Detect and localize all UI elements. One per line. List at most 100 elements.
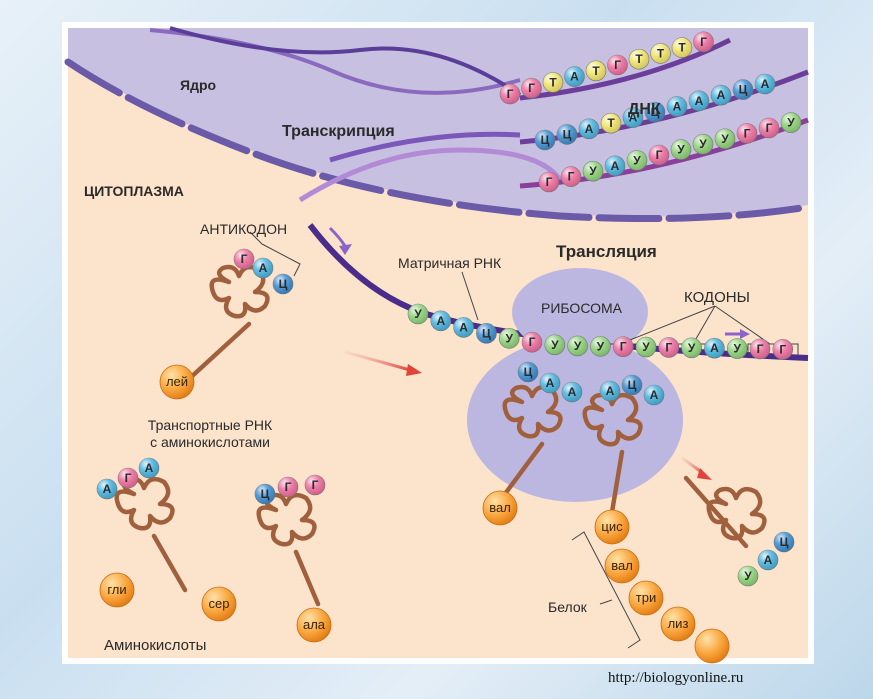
svg-text:три: три	[636, 590, 656, 605]
protein-amino-acid: цис	[594, 509, 630, 545]
dna-strand-2-nucleotide: Ц	[732, 79, 754, 100]
svg-text:У: У	[574, 339, 582, 353]
ribosome-anticodon-nucleotide: А	[539, 372, 561, 394]
mrna-nucleotide: У	[544, 334, 566, 356]
trna-free-nucleotide: А	[138, 457, 160, 479]
svg-text:Г: Г	[241, 252, 248, 266]
ribosome-anticodon-nucleotide: Ц	[621, 374, 643, 396]
svg-text:А: А	[568, 385, 577, 399]
svg-text:А: А	[761, 77, 770, 91]
mrna-nucleotide: Г	[658, 337, 680, 358]
move-arrow-out	[681, 456, 712, 480]
mrna-label-pointer	[461, 271, 479, 321]
dna-strand-2-nucleotide: Т	[600, 112, 622, 134]
svg-text:А: А	[611, 159, 620, 173]
ribosome-anticodon-nucleotide: А	[643, 384, 665, 406]
svg-text:Г: Г	[614, 58, 621, 72]
svg-text:У: У	[733, 342, 741, 356]
ribosome-anticodon-nucleotide: А	[599, 380, 621, 402]
svg-text:вал: вал	[489, 500, 511, 515]
svg-text:Г: Г	[665, 340, 672, 354]
codon-direction-arrowhead	[740, 329, 750, 339]
svg-text:У: У	[633, 153, 641, 167]
svg-text:Г: Г	[312, 478, 319, 492]
svg-text:У: У	[589, 164, 597, 178]
trna-free-nucleotide: А	[96, 478, 118, 500]
dna-strand-2-nucleotide: А	[666, 96, 688, 117]
rna-transcript-nucleotide: У	[582, 160, 604, 182]
svg-text:Ц: Ц	[261, 487, 270, 501]
trna-layer	[114, 264, 767, 607]
svg-text:Г: Г	[568, 170, 575, 184]
anticodon-bracket	[249, 231, 301, 277]
nuclear-membrane	[64, 58, 812, 223]
svg-text:А: А	[259, 261, 268, 275]
svg-text:У: У	[688, 341, 696, 355]
amino-acid-gly: гли	[99, 572, 135, 608]
dna-strand-2-nucleotide: Ц	[556, 124, 578, 145]
rna-strand	[329, 131, 521, 163]
mrna-nucleotide: У	[681, 337, 702, 359]
svg-text:У: У	[721, 132, 729, 146]
dna-strand-1-nucleotide: А	[564, 66, 585, 87]
svg-text:Г: Г	[529, 335, 536, 349]
svg-text:А: А	[459, 320, 468, 334]
amino-acids-label: Аминокислоты	[104, 637, 206, 654]
svg-text:У: У	[787, 116, 795, 130]
dna-strand-2-nucleotide: А	[578, 118, 600, 140]
rna-transcript-nucleotide: Г	[736, 123, 758, 144]
trna-leaving	[683, 475, 767, 549]
cytoplasm-label: ЦИТОПЛАЗМА	[84, 183, 184, 199]
dna-strand-2-nucleotide: Ц	[644, 101, 666, 123]
rna-transcript-nucleotide: Г	[560, 166, 582, 187]
mrna-nucleotide: А	[704, 337, 725, 359]
mrna-nucleotide: У	[635, 336, 657, 358]
dna-strand-1-nucleotide: Т	[650, 43, 671, 64]
protein-amino-acid: три	[628, 580, 664, 616]
svg-text:А: А	[710, 341, 719, 355]
svg-text:лиз: лиз	[668, 616, 689, 631]
svg-text:ала: ала	[303, 617, 326, 632]
mrna-nucleotide: У	[726, 338, 748, 359]
rna-transcript-nucleotide: У	[714, 128, 736, 150]
svg-text:А: А	[673, 99, 682, 113]
svg-text:Т: Т	[635, 52, 643, 66]
dna-strand-2-nucleotide: А	[710, 84, 732, 106]
svg-text:Ц: Ц	[482, 326, 491, 340]
svg-text:Г: Г	[779, 342, 786, 356]
svg-text:А: А	[717, 88, 726, 102]
svg-text:А: А	[546, 376, 555, 390]
trna-free	[114, 476, 188, 593]
ribosome-label: РИБОСОМА	[541, 300, 623, 316]
mrna-nucleotide: У	[407, 303, 429, 325]
protein-amino-acid: лиз	[660, 606, 696, 642]
mrna-nucleotide: А	[430, 310, 452, 332]
dna-label: ДНК	[628, 101, 661, 118]
dna-strand-1-nucleotide: Т	[542, 72, 564, 93]
protein-bracket	[571, 531, 641, 649]
ribosome-anticodon-nucleotide: Ц	[517, 361, 539, 383]
svg-text:У: У	[642, 340, 650, 354]
dna-strand-1-nucleotide: Г	[499, 83, 521, 105]
dna-strand-2-nucleotide: А	[622, 107, 644, 128]
transcription-label: Транскрипция	[282, 123, 395, 140]
svg-text:Г: Г	[766, 121, 773, 135]
trna-leaving-nucleotide: Ц	[773, 531, 795, 553]
dna-strand-2-nucleotide: Ц	[534, 129, 556, 151]
mrna-nucleotide: Г	[749, 338, 771, 360]
trna-ribosome	[499, 384, 563, 501]
dna-strand-1-nucleotide: Г	[693, 31, 714, 53]
svg-text:А: А	[764, 553, 773, 567]
svg-text:Ц: Ц	[651, 105, 660, 119]
svg-text:Ц: Ц	[780, 535, 789, 549]
protein-amino-acid: вал	[604, 548, 640, 584]
mrna-nucleotide: У	[498, 328, 520, 349]
rna-transcript-nucleotide: У	[670, 139, 692, 160]
svg-text:Т: Т	[678, 41, 686, 55]
svg-text:У: У	[677, 143, 685, 157]
svg-text:У: У	[505, 331, 513, 345]
anticodon-nucleotide: А	[252, 257, 274, 279]
mrna-direction-arrow	[328, 226, 347, 247]
svg-text:Г: Г	[744, 126, 751, 140]
trna-leaving-nucleotide: У	[737, 565, 759, 587]
